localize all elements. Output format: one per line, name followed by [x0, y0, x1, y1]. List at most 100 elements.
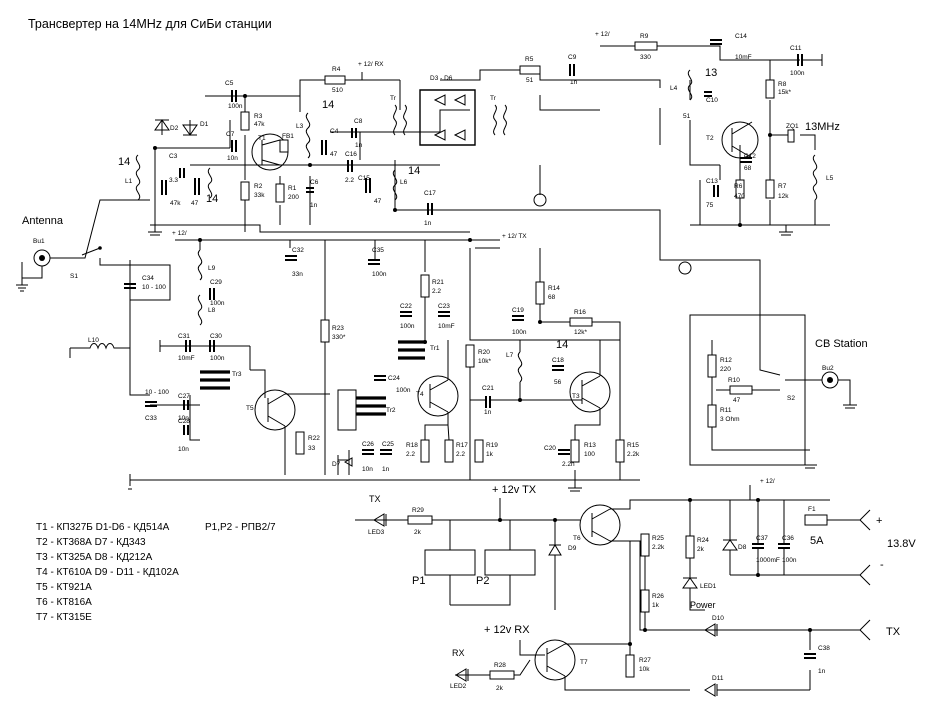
label-d3-d6: D3 - D6	[430, 75, 453, 82]
label-C32: C32	[292, 247, 304, 254]
label-L6: L6	[400, 179, 408, 186]
label-tr-left: Tr	[390, 95, 397, 102]
page-title: Трансвертер на 14MHz для СиБи станции	[28, 17, 272, 31]
label-led2: LED2	[450, 683, 467, 690]
label-C21: C21	[482, 385, 494, 392]
wire	[539, 79, 661, 145]
ground-rail	[128, 474, 640, 490]
value-C20: 2.2n	[562, 461, 575, 468]
label-C36: C36	[782, 535, 794, 542]
junction-dot	[308, 163, 312, 167]
ground-icon	[803, 464, 817, 469]
junction-dot	[153, 146, 157, 150]
label-R11: R11	[720, 407, 732, 414]
label-C29: C29	[210, 279, 222, 286]
diode-ring-box	[419, 89, 476, 146]
value-R27: 10k	[639, 666, 650, 673]
fuse-f1-icon	[804, 514, 828, 526]
transistor-T3-leads	[581, 375, 601, 409]
bu1-label: Bu1	[33, 238, 45, 245]
value-R9: 330	[640, 54, 651, 61]
label-R12: R12	[720, 357, 732, 364]
label-R29: R29	[412, 507, 424, 514]
s2-label: S2	[787, 395, 795, 402]
label-R24: R24	[697, 537, 709, 544]
s1-label: S1	[70, 273, 78, 280]
wire	[175, 239, 500, 272]
label-C26: C26	[362, 441, 374, 448]
label-d2: D2	[170, 125, 179, 132]
legend-line: T5 - КТ921А	[36, 582, 92, 593]
label-C12: C12	[744, 153, 756, 160]
label-R20: R20	[478, 349, 490, 356]
resistor-R11-icon	[707, 404, 717, 428]
value-C38: 1n	[818, 668, 826, 675]
crystal-zq1-icon	[787, 129, 795, 143]
value-R16: 12k*	[574, 329, 587, 336]
value-C18: 56	[554, 379, 562, 386]
value-C12: 68	[744, 165, 752, 172]
junction-dot	[688, 498, 692, 502]
minus-label: -	[880, 559, 884, 571]
inductor-L6-icon	[392, 169, 398, 201]
value-R21: 2.2	[432, 288, 441, 295]
label-C31: C31	[178, 333, 190, 340]
label-L7: L7	[506, 352, 514, 359]
wire	[769, 134, 816, 225]
label-C25: C25	[382, 441, 394, 448]
crossover-icon	[678, 261, 692, 275]
value-R29: 2k	[414, 529, 422, 536]
transistor-T4-icon	[417, 375, 459, 417]
label-T5: T5	[246, 405, 254, 412]
wire	[759, 340, 822, 381]
label-R1: R1	[288, 185, 297, 192]
diode-ring-icon	[433, 94, 466, 106]
rx-led-label: RX	[452, 648, 465, 658]
transistor-T5-leads	[267, 393, 286, 427]
diode-d9-icon	[548, 520, 562, 610]
voltage-label: 13.8V	[887, 538, 916, 550]
led1-icon	[682, 500, 705, 611]
v12-label-5: + 12/	[172, 230, 187, 237]
ground-icon	[838, 379, 857, 409]
junction-dot	[756, 573, 760, 577]
value-C17: 1n	[424, 220, 432, 227]
freq-label-13: 13	[705, 67, 717, 79]
value-C6: 1n	[310, 202, 318, 209]
value-C9: 1n	[570, 79, 578, 86]
value-C31: 10mF	[178, 355, 195, 362]
label-C22: C22	[400, 303, 412, 310]
value-C13: 75	[706, 202, 714, 209]
junction-dot	[538, 320, 542, 324]
label-T3: T3	[572, 393, 580, 400]
label-C9: C9	[568, 54, 577, 61]
label-C7: C7	[226, 131, 235, 138]
value-C14: 10mF	[735, 54, 752, 61]
junction-dot	[738, 223, 742, 227]
label-T4: T4	[416, 391, 424, 398]
plus-label: +	[876, 515, 882, 527]
freq-label-14c: 14	[322, 99, 334, 111]
resistor-R29-icon	[407, 515, 433, 525]
label-tr-right: Tr	[490, 95, 497, 102]
transformer-tr2-box	[337, 389, 357, 431]
resistor-R10-icon	[729, 385, 753, 395]
transistor-T6-icon	[579, 504, 621, 546]
wire	[424, 297, 450, 441]
label-R13: R13	[584, 442, 596, 449]
label-C14: C14	[735, 33, 747, 40]
value-R7: 12k	[778, 193, 789, 200]
resistor-R5-icon	[519, 65, 541, 75]
label-d10: D10	[712, 615, 724, 622]
legend-line: T7 - КТ315Е	[36, 612, 92, 623]
cb-station-label: CB Station	[815, 338, 868, 350]
tx-terminal	[717, 619, 871, 641]
diode-d11-icon	[704, 683, 718, 697]
value-R6: 470	[734, 193, 745, 200]
label-R2: R2	[254, 183, 263, 190]
ground-icon	[802, 54, 823, 66]
junction-dot	[198, 238, 202, 242]
value-R13: 100	[584, 451, 595, 458]
label-R19: R19	[486, 442, 498, 449]
label-R26: R26	[652, 593, 664, 600]
